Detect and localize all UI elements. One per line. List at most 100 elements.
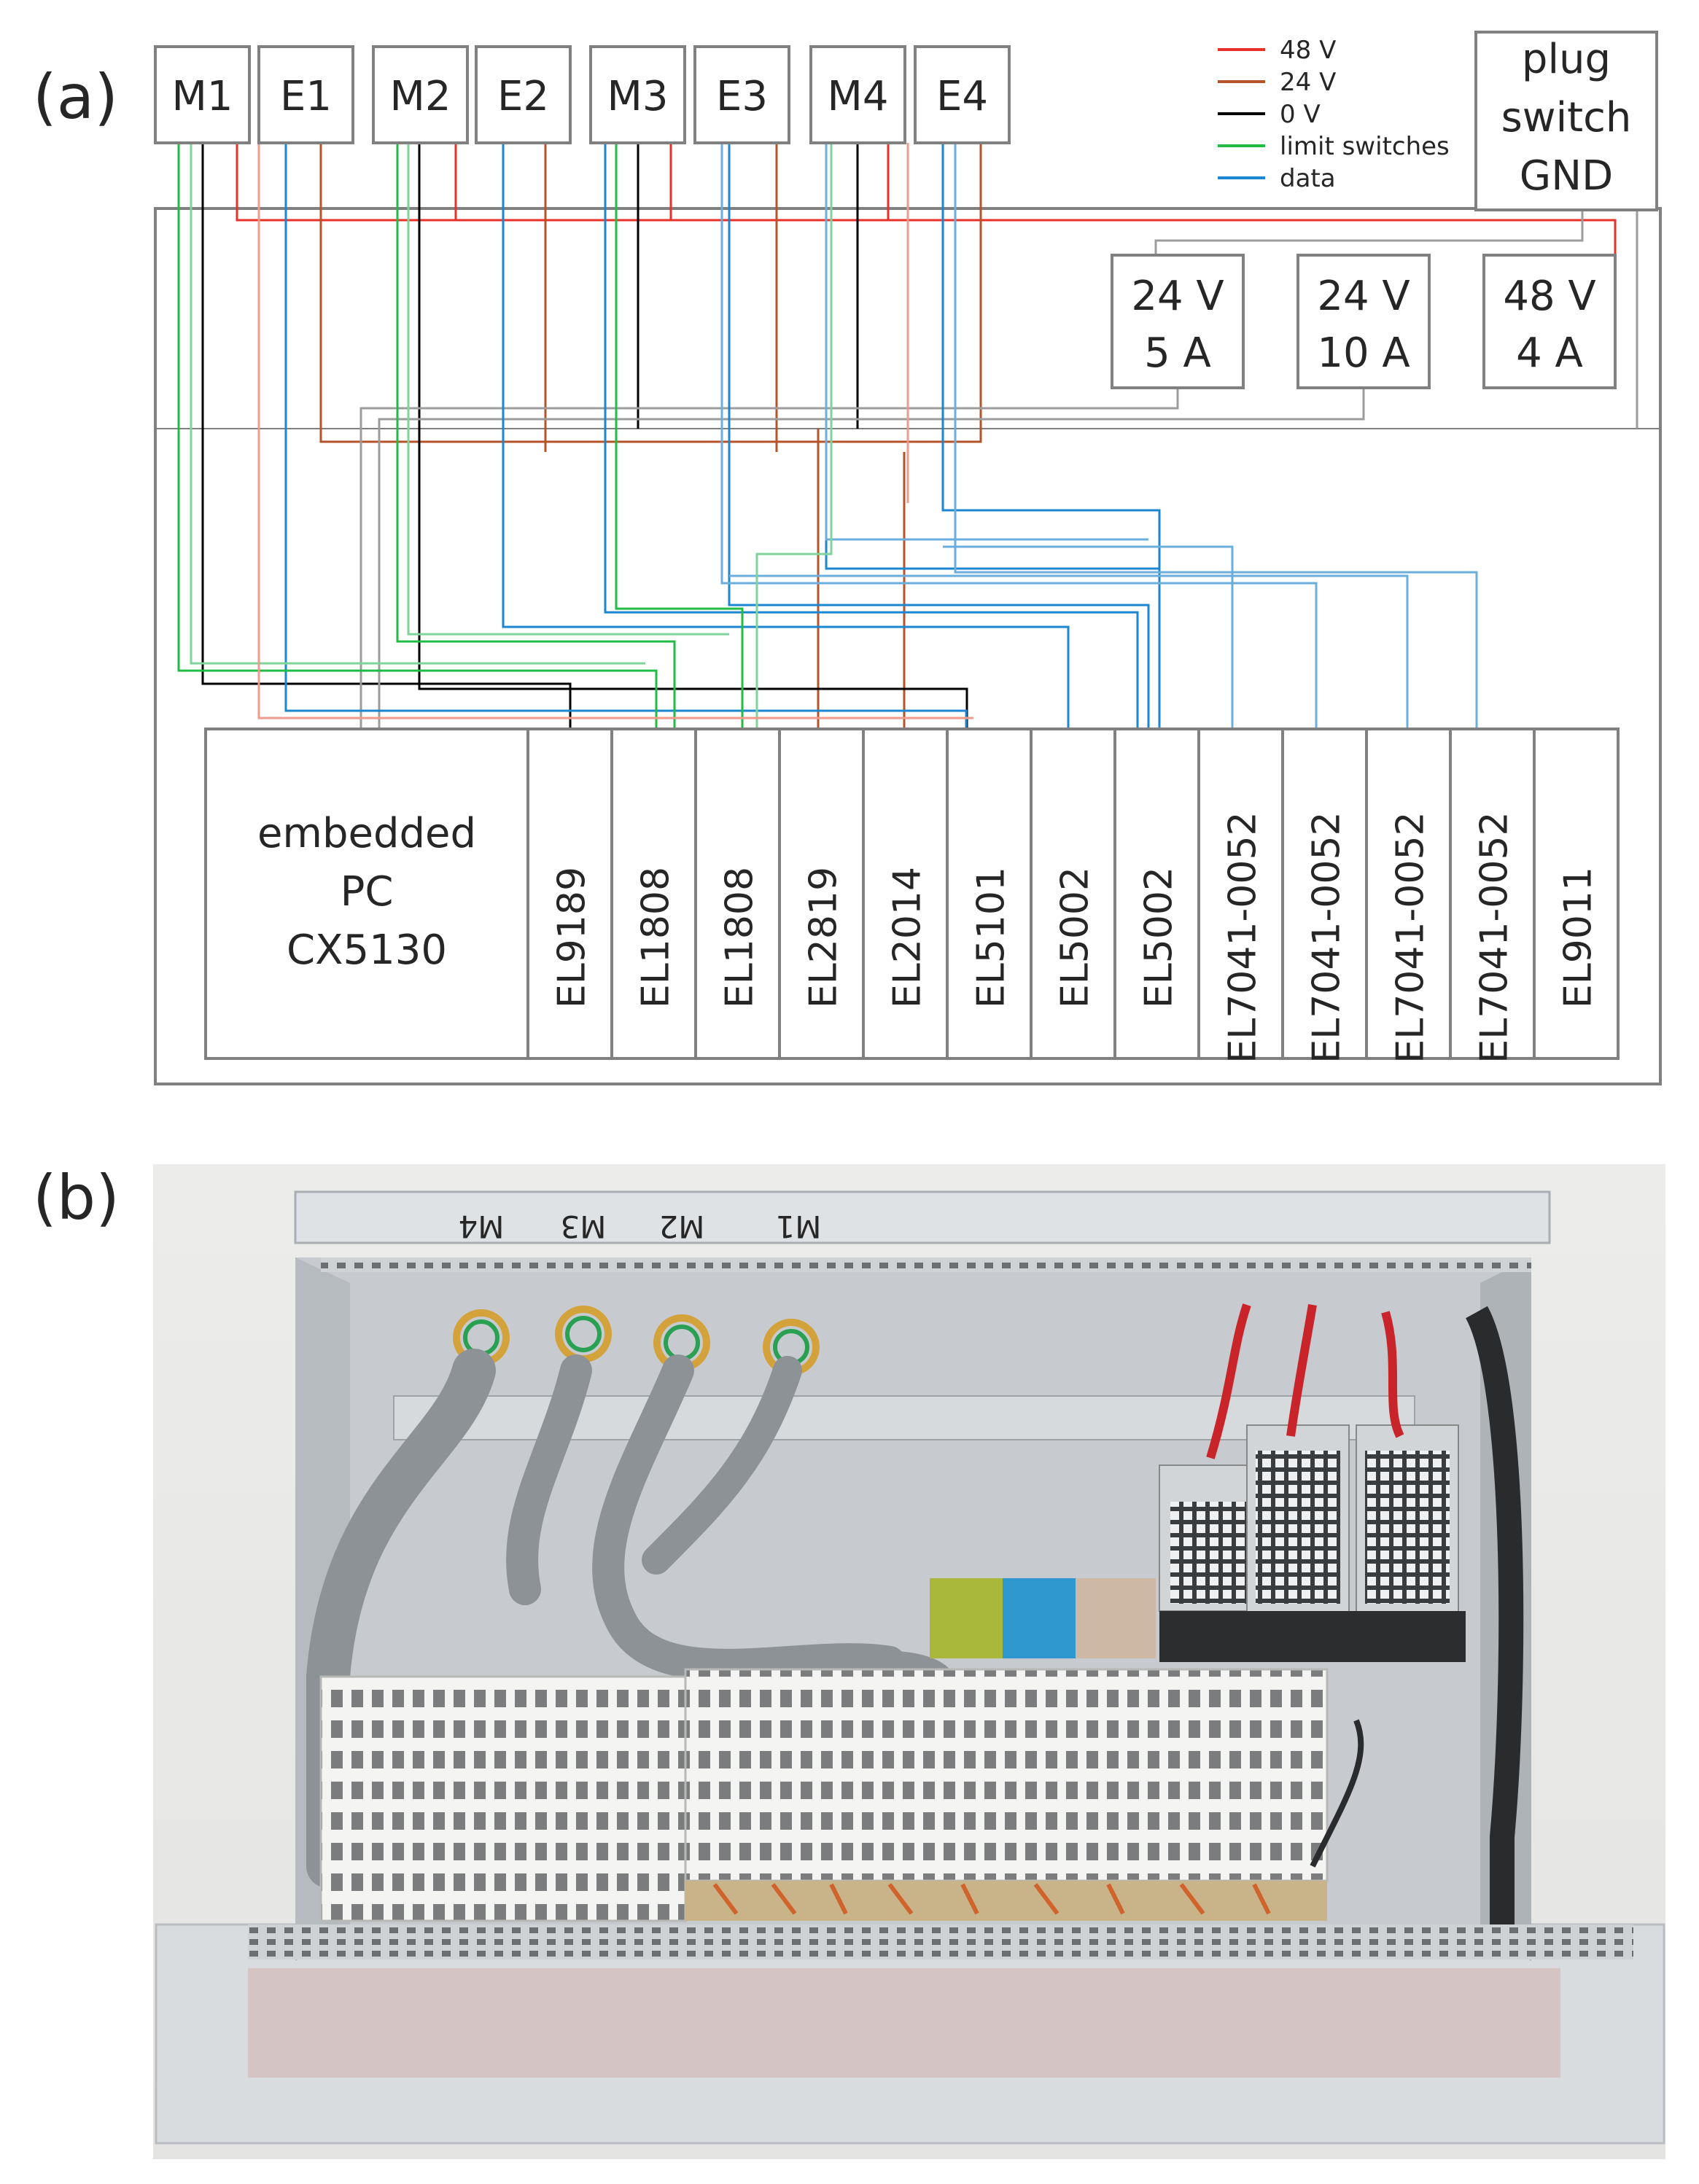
module-label-4: EL2014 [886,867,930,1008]
wire-19 [284,143,968,729]
module-box-6 [1030,728,1116,1060]
wire-4 [1154,210,1584,255]
wire-27 [825,143,1148,541]
wire-0 [236,143,1617,255]
power-supplies: 24 V 5 A 24 V 10 A 48 V 4 A [1111,254,1617,389]
psu-1-voltage: 24 V [1131,273,1224,320]
embedded-pc-photo [319,1675,687,1922]
wire-25 [943,545,1234,729]
psu-2-voltage: 24 V [1317,273,1410,320]
front-panel [155,1923,1665,2145]
unit-label-m4: M4 [828,73,889,120]
psu-1-current: 5 A [1144,329,1211,377]
wire-23 [604,143,1139,729]
legend-label-limit: limit switches [1280,132,1450,161]
unit-box-e3 [693,45,790,144]
psu-2-current: 10 A [1317,329,1410,377]
module-label-10: EL7041-0052 [1389,811,1433,1063]
module-label-0: EL9189 [551,867,594,1008]
wire-21 [728,143,1150,729]
unit-label-e1: E1 [280,73,332,120]
unit-label-e4: E4 [936,73,988,120]
legend-label-data: data [1280,164,1336,193]
wire-26 [720,143,1318,729]
psu-24v-10a [1296,254,1431,389]
module-label-8: EL7041-0052 [1221,811,1265,1063]
terminals-photo [684,1668,1329,1882]
psu-3-voltage: 48 V [1503,273,1595,320]
terminal-brown [1076,1578,1156,1658]
module-box-3 [778,728,865,1060]
wire-17 [378,388,1365,729]
module-label-5: EL5101 [970,867,1014,1008]
terminal-green-yellow [930,1578,1003,1658]
wire-16 [359,388,1179,729]
module-box-5 [946,728,1033,1060]
unit-label-m2: M2 [390,73,451,120]
wire-30 [177,143,658,729]
module-box-12 [1533,728,1620,1060]
rail-label-m4: M4 [459,1209,505,1244]
unit-box-e4 [914,45,1011,144]
bottom-rail-holes [248,1924,1633,1959]
wire-5 [319,143,982,443]
module-box-2 [694,728,781,1060]
wire-33 [755,143,833,729]
wire-24 [825,143,1159,570]
top-rail [294,1190,1551,1244]
module-label-11: EL7041-0052 [1473,811,1517,1063]
wire-29 [729,574,1409,729]
wire-14 [201,429,572,729]
psu-terminal-blocks [1159,1611,1466,1662]
black-signal-wire [1310,1719,1364,1868]
legend-label-0v: 0 V [1280,100,1321,129]
rail-label-m3: M3 [561,1209,607,1244]
wire-34 [190,143,645,665]
module-label-3: EL2819 [802,867,846,1008]
wire-32 [615,143,744,729]
module-box-9 [1281,728,1368,1060]
module-label-1: EL1808 [634,867,678,1008]
module-box-1 [610,728,697,1060]
unit-label-e2: E2 [497,73,549,120]
unit-box-m2 [372,45,469,144]
psu-24v-5a [1111,254,1245,389]
enclosure-photo: M4 M3 M2 M1 [153,1164,1665,2159]
embedded-pc-box [204,728,529,1060]
io-modules: EL9189 EL1808 EL1808 EL2819 EL2014 EL5101 EL50… [526,728,1620,1064]
wiring [177,143,1638,729]
legend: 48 V 24 V 0 V limit switches data [1218,36,1450,193]
controller-line-2: PC [341,868,394,916]
terminal-blue [1003,1578,1076,1658]
panel-a-label: (a) [33,61,118,133]
psu-3-current: 4 A [1516,329,1583,377]
top-rail-holes [321,1257,1531,1272]
terminal-wiring [685,1881,1327,1921]
wire-31 [396,143,676,729]
module-box-0 [526,728,613,1060]
psu-48v-4a [1482,254,1617,389]
plug-box-line-3: GND [1520,152,1613,200]
unit-label-m3: M3 [607,73,669,120]
wire-35 [407,143,729,636]
rail-label-m1: M1 [776,1209,822,1244]
unit-box-e1 [257,45,354,144]
wire-22 [941,143,1161,729]
controller-line-1: embedded [257,810,476,857]
plug-box-line-2: switch [1501,94,1632,141]
colored-signal-wires [712,1883,1271,1915]
plug-switch-gnd-box [1474,31,1658,211]
black-cable [1465,1306,1524,1924]
module-box-11 [1449,728,1536,1060]
unit-box-m1 [154,45,251,144]
module-label-7: EL5002 [1138,867,1181,1008]
module-label-12: EL9011 [1557,867,1601,1008]
module-label-2: EL1808 [718,867,762,1008]
unit-label-m1: M1 [172,73,233,120]
plug-box-line-1: plug [1522,36,1611,83]
wire-15 [418,429,968,729]
controller-line-3: CX5130 [287,927,447,974]
unit-box-e2 [475,45,572,144]
